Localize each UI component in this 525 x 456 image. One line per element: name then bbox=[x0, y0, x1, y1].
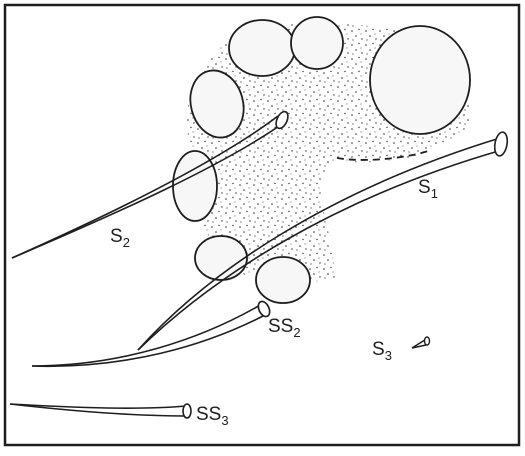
cell-top-right bbox=[291, 17, 343, 69]
cell-left-middle bbox=[173, 151, 217, 221]
cell-large-right bbox=[370, 26, 470, 134]
cell-lower-middle bbox=[256, 257, 310, 303]
cell-lower-left bbox=[195, 236, 247, 280]
cell-top bbox=[229, 20, 295, 76]
